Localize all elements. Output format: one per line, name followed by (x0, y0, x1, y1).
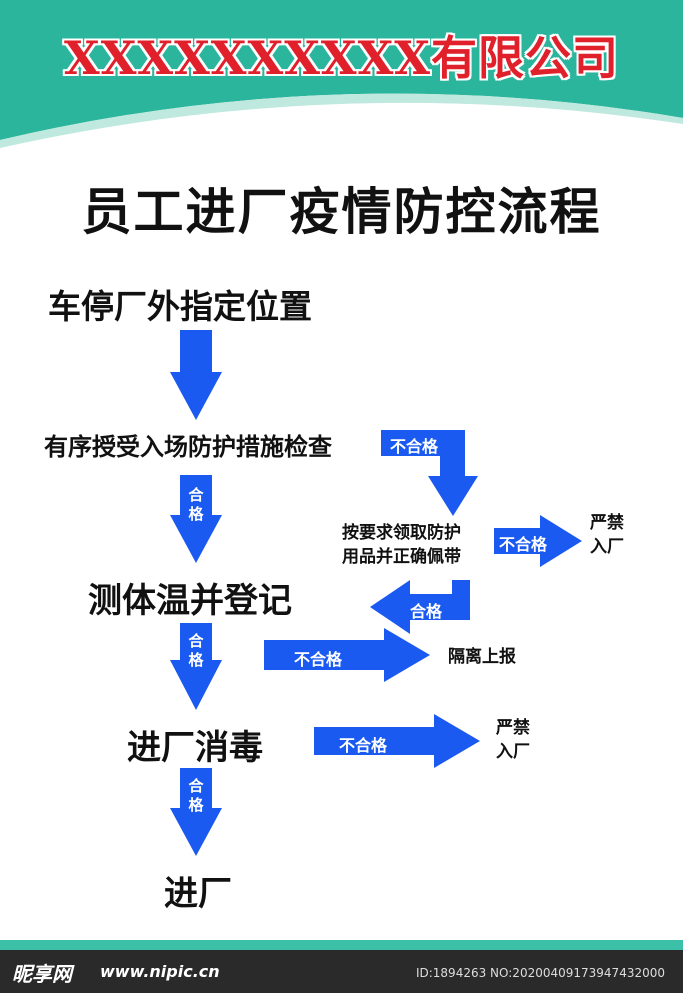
arrow-down-3 (170, 623, 222, 710)
watermark-brand: 昵享网 (12, 962, 72, 986)
company-name: XXXXXXXXXX有限公司 (64, 31, 619, 85)
arrow-down-4 (170, 768, 222, 856)
pass-label-ppe: 合格 (410, 602, 443, 621)
footer-band (0, 940, 683, 950)
arrow-down-2 (170, 475, 222, 563)
fail-label-inspection: 不合格 (390, 437, 439, 456)
step-temperature: 测体温并登记 (88, 581, 292, 621)
forbidden-entry-2: 严禁 入厂 (496, 718, 530, 762)
step-park: 车停厂外指定位置 (48, 287, 312, 326)
arrow-fail-forbid-1 (494, 515, 582, 567)
isolate-report: 隔离上报 (448, 647, 516, 667)
fail-label-ppe: 不合格 (499, 535, 548, 554)
step-enter: 进厂 (164, 874, 232, 914)
watermark-url: www.nipic.cn (100, 962, 220, 981)
arrow-fail-ppe (381, 430, 478, 516)
step-disinfect: 进厂消毒 (127, 728, 263, 768)
pass-label-1: 合 格 (188, 486, 204, 523)
arrow-pass-back (370, 580, 470, 634)
page-title: 员工进厂疫情防控流程 (81, 183, 602, 241)
arrow-fail-isolate (264, 628, 430, 682)
watermark-bar (0, 950, 683, 993)
arrow-fail-forbid-2 (314, 714, 480, 768)
header-band (0, 0, 683, 148)
ppe-instruction: 按要求领取防护 用品并正确佩带 (342, 523, 461, 567)
pass-label-2: 合 格 (188, 632, 204, 669)
step-inspection: 有序授受入场防护措施检查 (44, 433, 332, 461)
forbidden-entry-1: 严禁 入厂 (590, 513, 624, 557)
arrow-down-1 (170, 330, 222, 420)
pass-label-3: 合 格 (188, 777, 204, 814)
watermark-id: ID:1894263 NO:20200409173947432000 (415, 966, 665, 980)
fail-label-temperature: 不合格 (294, 650, 343, 669)
fail-label-disinfect: 不合格 (339, 736, 388, 755)
